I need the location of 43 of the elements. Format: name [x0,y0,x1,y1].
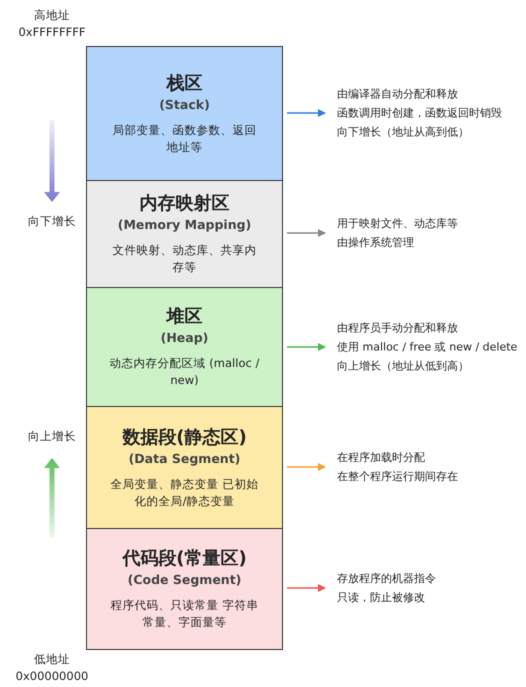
note-text: 由程序员手动分配和释放 [337,320,459,336]
segment-title: 堆区 [166,305,202,330]
note-text: 由编译器自动分配和释放 [337,86,459,102]
memory-segment-box [86,46,283,182]
arrow [287,109,326,117]
segment-title: 内存映射区 [140,192,230,216]
address-label: 0xFFFFFFFF [17,25,87,39]
note-text: 函数调用时创建，函数返回时销毁 [337,106,502,122]
segment-subtitle: (Stack) [159,96,210,114]
segment-description: 全局变量、静态变量 已初始化的全局/静态变量 [110,476,260,510]
segment-description: 文件映射、动态库、共享内存等 [112,242,258,276]
address-label: 低地址 [33,652,71,667]
segment-title: 数据段(静态区) [122,426,247,450]
note-text: 只读，防止被修改 [337,590,426,606]
arrow [287,343,326,351]
memory-segment-box [86,528,283,650]
segment-title: 栈区 [166,72,202,96]
segment-subtitle: (Code Segment) [128,570,242,589]
note-text: 在程序加载时分配 [337,450,426,466]
note-text: 由操作系统管理 [337,235,415,251]
arrow [287,584,326,592]
memory-segment-box [86,406,283,530]
note-text: 在整个程序运行期间存在 [337,469,458,485]
segment-description: 程序代码、只读常量 字符串常量、字面量等 [110,596,260,631]
segment-subtitle: (Data Segment) [128,450,240,468]
memory-segment-box [86,287,283,408]
note-text: 向下增长（地址从高到低） [337,124,470,140]
segment-description: 局部变量、函数参数、返回地址等 [112,122,258,156]
arrow [287,463,326,471]
segment-description: 动态内存分配区域 (malloc / new) [110,355,260,390]
growth-label: 向下增长 [27,214,77,229]
segment-title: 代码段(常量区) [122,546,247,571]
note-text: 向上增长（地址从低到高） [337,358,470,374]
note-text: 存放程序的机器指令 [337,571,436,587]
note-text: 用于映射文件、动态库等 [337,216,458,232]
arrow [287,229,326,237]
segment-subtitle: (Memory Mapping) [118,216,252,234]
memory-segment-box [86,180,283,288]
note-text: 使用 malloc / free 或 new / delete [337,340,518,356]
address-label: 高地址 [33,8,71,23]
growth-label: 向上增长 [27,429,77,444]
address-label: 0x00000000 [14,669,90,683]
segment-subtitle: (Heap) [160,329,208,348]
